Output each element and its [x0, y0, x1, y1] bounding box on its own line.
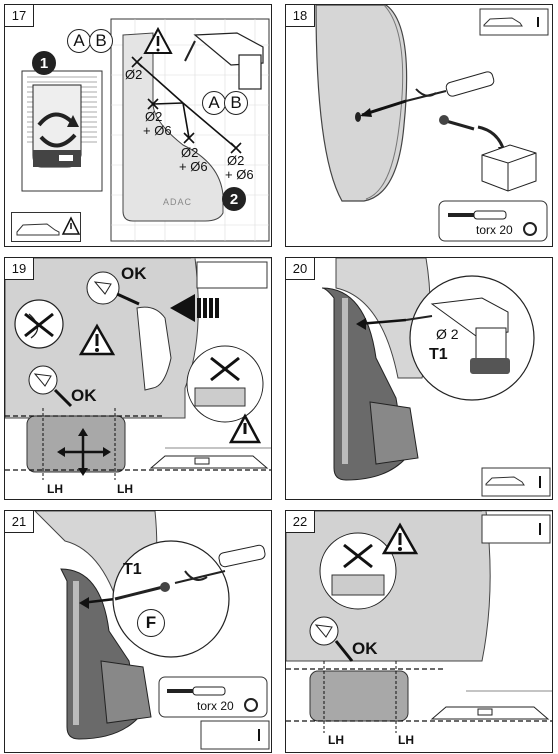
car-warning-icon	[11, 212, 81, 242]
drill-tool-code: T1	[429, 346, 448, 363]
step-20-panel: 20 Ø 2 T1	[285, 257, 553, 500]
ok-label-bottom: OK	[71, 386, 97, 405]
step-number: 18	[286, 5, 315, 27]
ok-label: OK	[352, 639, 378, 658]
step-number: 22	[286, 511, 315, 533]
hole-diameter-3: Ø2	[181, 145, 199, 160]
step-number: 19	[5, 258, 34, 280]
lh-label-left: LH	[47, 482, 63, 496]
fastener-badge: F	[137, 609, 165, 637]
torx-size-label: torx 20	[197, 699, 234, 713]
step-21-panel: 21 T1 F torx 20	[4, 510, 272, 753]
option-b-badge-2: B	[224, 91, 248, 115]
step-17-panel: 17	[4, 4, 272, 247]
drill-size-label: Ø 2	[436, 326, 459, 342]
step-19-illustration	[5, 258, 271, 480]
ok-label-top: OK	[121, 264, 147, 283]
lh-label-right: LH	[398, 733, 414, 747]
step-18-illustration	[315, 5, 549, 242]
step-21-illustration	[34, 511, 270, 750]
option-b-badge: B	[89, 29, 113, 53]
step-marker-1: 1	[32, 51, 56, 75]
flap-brand-mark: ADAC	[163, 197, 193, 207]
step-number: 17	[5, 5, 34, 27]
hole-diameter-4: Ø2	[227, 153, 245, 168]
screw-tool-code: T1	[123, 561, 142, 578]
step-19-panel: 19	[4, 257, 272, 500]
step-number: 21	[5, 511, 34, 533]
hole-diameter-1: Ø2	[125, 67, 143, 82]
option-a-badge-2: A	[202, 91, 226, 115]
lh-label-right: LH	[117, 482, 133, 496]
hole-diameter-2b: + Ø6	[143, 123, 172, 138]
step-number: 20	[286, 258, 315, 280]
option-a-badge: A	[67, 29, 91, 53]
hole-diameter-3b: + Ø6	[179, 159, 208, 174]
step-18-panel: 18 torx 20	[285, 4, 553, 247]
torx-size-label: torx 20	[476, 223, 513, 237]
hole-diameter-4b: + Ø6	[225, 167, 254, 182]
hole-diameter-2: Ø2	[145, 109, 163, 124]
lh-label-left: LH	[328, 733, 344, 747]
step-marker-2: 2	[222, 187, 246, 211]
step-22-panel: 22 OK LH LH	[285, 510, 553, 753]
step-22-illustration	[286, 511, 552, 733]
step-20-illustration	[321, 258, 551, 497]
